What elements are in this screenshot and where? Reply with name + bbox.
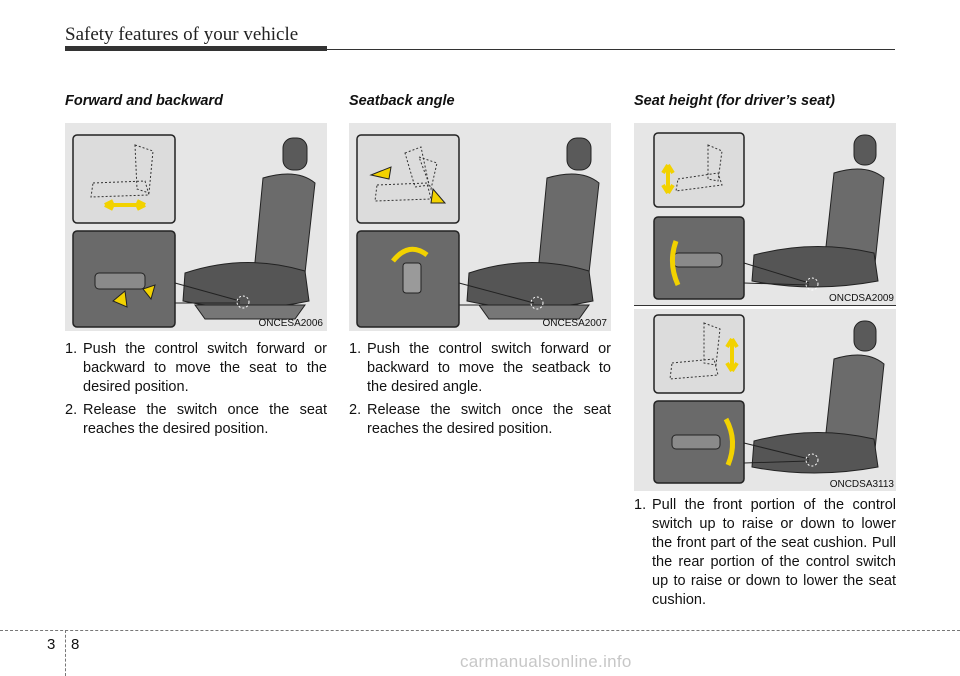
- inset-height-motion: [653, 132, 745, 208]
- seat-illustration-forward-backward: [72, 134, 316, 328]
- inset-height-motion: [653, 314, 745, 394]
- step-text: Release the switch once the seat reaches…: [83, 402, 327, 437]
- seat-illustration-height-front: [653, 132, 885, 300]
- figure-code: ONCESA2007: [542, 318, 607, 329]
- step-text: Pull the front portion of the control sw…: [652, 497, 896, 608]
- step-number: 1.: [65, 341, 78, 357]
- figure-code: ONCESA2006: [258, 318, 323, 329]
- inset-seatback-motion: [356, 134, 460, 224]
- section-title-seat-height: Seat height (for driver’s seat): [634, 93, 835, 109]
- step-text: Push the control switch forward or backw…: [367, 341, 611, 395]
- watermark: carmanualsonline.info: [460, 652, 632, 671]
- figure-seat-height-front: ONCDSA2009: [634, 123, 896, 305]
- seat-drawing: [466, 137, 600, 320]
- page-header-title: Safety features of your vehicle: [65, 24, 299, 45]
- figure-divider: [634, 305, 896, 306]
- inset-switch-closeup: [653, 216, 819, 300]
- step-number: 2.: [65, 402, 78, 418]
- step-item: 1. Push the control switch forward or bac…: [65, 340, 327, 397]
- seat-drawing: [751, 134, 885, 288]
- step-number: 1.: [349, 341, 362, 357]
- step-text: Release the switch once the seat reaches…: [367, 402, 611, 437]
- figure-forward-backward: ONCESA2006: [65, 123, 327, 331]
- figure-seat-height-rear: ONCDSA3113: [634, 309, 896, 491]
- page-number: 8: [71, 636, 80, 653]
- page-chapter: 3: [47, 636, 56, 653]
- footer-dashed-divider: [65, 630, 66, 676]
- inset-switch-closeup: [653, 400, 819, 484]
- figure-code: ONCDSA2009: [828, 293, 894, 304]
- figure-code: ONCDSA3113: [829, 479, 894, 490]
- seat-illustration-height-rear: [653, 314, 885, 484]
- step-item: 1. Pull the front portion of the control …: [634, 496, 896, 610]
- step-item: 2. Release the switch once the seat reach…: [349, 401, 611, 439]
- inset-seat-motion: [72, 134, 176, 224]
- step-text: Push the control switch forward or backw…: [83, 341, 327, 395]
- step-number: 2.: [349, 402, 362, 418]
- seat-drawing: [182, 137, 316, 320]
- header-rule: [327, 49, 895, 50]
- footer-dashed-rule: [0, 630, 960, 631]
- figure-seatback-angle: ONCESA2007: [349, 123, 611, 331]
- seat-drawing: [751, 320, 885, 474]
- steps-seatback-angle: 1. Push the control switch forward or bac…: [349, 340, 611, 443]
- header-bar: [65, 46, 327, 51]
- inset-switch-closeup: [72, 230, 250, 328]
- step-number: 1.: [634, 497, 647, 513]
- inset-switch-closeup: [356, 230, 544, 328]
- section-title-seatback-angle: Seatback angle: [349, 93, 455, 109]
- steps-seat-height: 1. Pull the front portion of the control …: [634, 496, 896, 614]
- section-title-forward-backward: Forward and backward: [65, 93, 223, 109]
- step-item: 2. Release the switch once the seat reach…: [65, 401, 327, 439]
- steps-forward-backward: 1. Push the control switch forward or bac…: [65, 340, 327, 443]
- step-item: 1. Push the control switch forward or bac…: [349, 340, 611, 397]
- seat-illustration-seatback: [356, 134, 600, 328]
